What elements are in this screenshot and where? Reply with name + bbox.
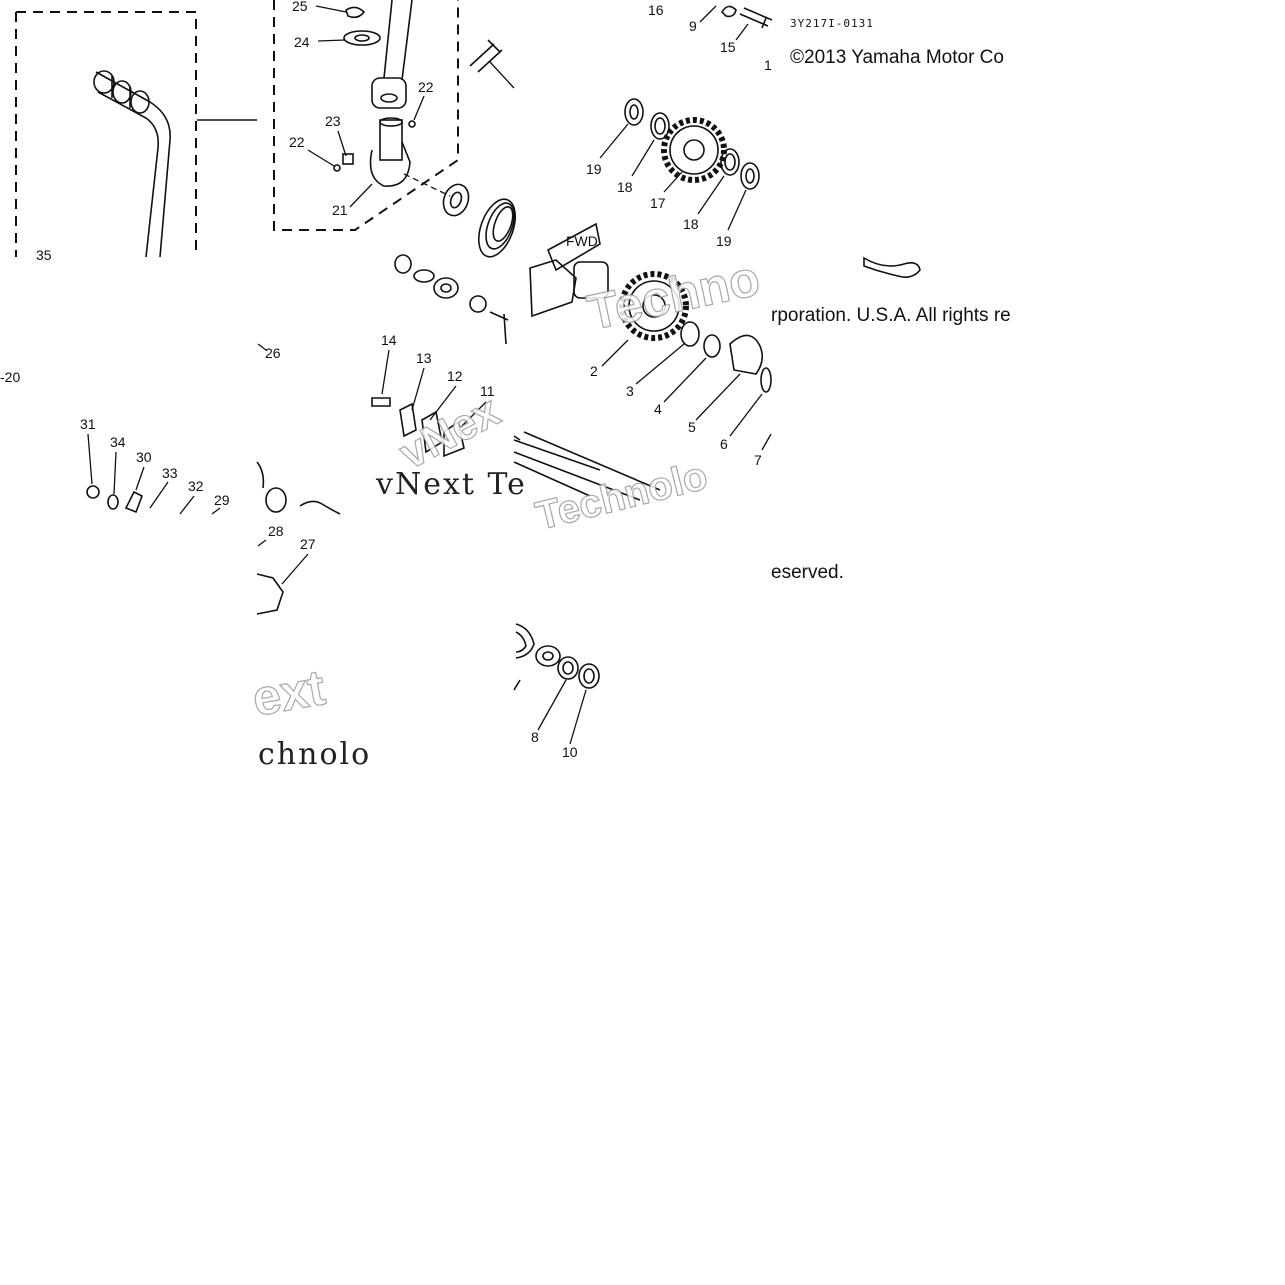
spline-part [265, 487, 287, 513]
callout-3: 3 [626, 383, 634, 399]
callout-11: 11 [480, 383, 495, 399]
kick-boss-part [371, 77, 407, 109]
kick-lever-group-outline [16, 11, 197, 257]
watermark-ghost-2: vNex [392, 386, 508, 479]
copyright-line-2: rporation. U.S.A. All rights re [771, 305, 1011, 326]
kick-shaft-tile: 26 14 13 12 11 vNext Te vNex [256, 254, 601, 515]
washer-part [535, 645, 561, 667]
callout-1: 1 [764, 57, 772, 73]
oil-seal [442, 183, 470, 217]
callout-8: 8 [531, 729, 539, 745]
kick-shaft [513, 431, 661, 501]
watermark-ghost-5: chnolo [258, 737, 371, 772]
bolt [469, 39, 503, 73]
copyright-line-1: ©2013 Yamaha Motor Co [790, 47, 1004, 68]
callout-7: 7 [754, 452, 762, 468]
spring-washer-tile: 8 10 [513, 623, 600, 760]
callout-14: 14 [381, 332, 397, 348]
callout-24: 24 [294, 34, 310, 50]
guide-part-11 [443, 420, 465, 458]
circlip-part-10 [578, 663, 600, 689]
kick-axle-tile: 28 27 ext chnolo [248, 523, 371, 772]
circlip-part-19b [740, 162, 760, 190]
diagram-code: 3Y217I-0131 [790, 17, 874, 30]
kick-gear-tile: FWD 2 3 4 5 6 7 Techno Technolo [513, 222, 772, 539]
kick-spring-part [477, 198, 517, 258]
callout-33: 33 [162, 465, 178, 481]
callout-18b: 18 [683, 216, 699, 232]
kick-axle [513, 439, 601, 497]
callout-22b: 22 [289, 134, 305, 150]
circlip-part-19a [624, 98, 644, 126]
kick-crank-tile: 35 [15, 11, 257, 263]
ratchet-wheel [546, 222, 601, 272]
callout-35: 35 [36, 247, 52, 263]
callout-21: 21 [332, 202, 348, 218]
callout-5: 5 [688, 419, 696, 435]
washer-part [394, 254, 412, 274]
callout-12: 12 [447, 368, 463, 384]
nut-part-31 [86, 485, 100, 499]
kick-shaft-part [369, 117, 411, 187]
watermark-ghost-3: Technolo [532, 454, 712, 539]
washer-part-18b [720, 148, 740, 176]
kick-boss-group-outline [273, 0, 459, 231]
callout-15: 15 [720, 39, 736, 55]
callout-22a: 22 [418, 79, 434, 95]
kick-clip-part-5 [729, 334, 764, 375]
kick-boss-tile: 25 24 22 23 22 21 [273, 0, 515, 231]
washer-part-24 [343, 30, 381, 46]
callout-4: 4 [654, 401, 662, 417]
plate-part-12 [421, 410, 443, 454]
watermark-text: vNext Te [375, 467, 527, 502]
callout-18a: 18 [617, 179, 633, 195]
idler-gear-tile: 16 9 15 1 19 18 17 [442, 2, 773, 258]
callout-34: 34 [110, 434, 126, 450]
callout-30: 30 [136, 449, 152, 465]
bearing-part [433, 277, 459, 299]
callout-17: 17 [650, 195, 666, 211]
callout-29: 29 [214, 492, 230, 508]
callout-20: -20 [0, 369, 20, 385]
callout-9: 9 [689, 18, 697, 34]
callout-28: 28 [268, 523, 284, 539]
svg-text:FWD: FWD [566, 233, 598, 249]
callout-23: 23 [325, 113, 341, 129]
washer-part-3 [680, 321, 700, 347]
callout-32: 32 [188, 478, 204, 494]
washer-part-6 [760, 367, 772, 393]
torsion-spring [515, 623, 535, 659]
plate-part-13 [399, 402, 417, 438]
idler-gear-part-17 [661, 117, 727, 183]
circlip-part-4 [703, 334, 721, 358]
watermark-ghost-1: Techno [583, 250, 765, 341]
callout-25: 25 [292, 0, 308, 14]
callout-2: 2 [590, 363, 598, 379]
callout-19b: 19 [716, 233, 732, 249]
kick-lever-arm [93, 70, 171, 258]
callout-6: 6 [720, 436, 728, 452]
watermark-ghost-4: ext [248, 659, 329, 727]
callout-13: 13 [416, 350, 432, 366]
kick-arm-part-27 [256, 573, 284, 615]
callout-19a: 19 [586, 161, 602, 177]
callout-31: 31 [80, 416, 96, 432]
copyright-line-3: eserved. [771, 562, 844, 583]
bolt-part-14 [371, 397, 391, 407]
circlip-part-25 [345, 6, 366, 19]
callout-27: 27 [300, 536, 316, 552]
washer-part-18a [650, 112, 670, 140]
kick-pawl-tile: -20 31 34 30 33 32 29 [0, 369, 230, 515]
kick-gear-part-2 [619, 271, 689, 341]
small-part-sketch [863, 256, 921, 278]
callout-10: 10 [562, 744, 578, 760]
callout-16: 16 [648, 2, 664, 18]
bolt-part-15 [739, 7, 773, 29]
collar-part-8 [557, 656, 579, 680]
callout-26: 26 [265, 345, 281, 361]
